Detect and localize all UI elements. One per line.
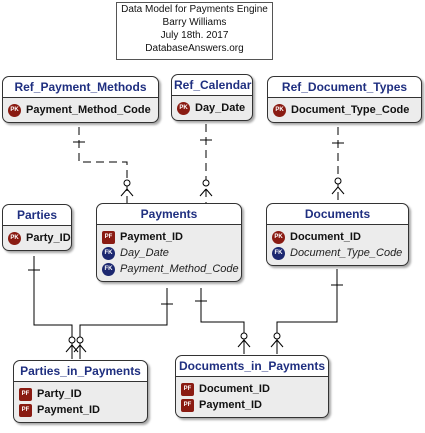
primary-foreign-key-icon: PF xyxy=(181,398,194,412)
rel-many-crow xyxy=(276,339,284,348)
entity-header: Ref_Calendar xyxy=(172,75,252,96)
entity-documents[interactable]: Documents PK Document_ID FK Document_Typ… xyxy=(266,203,409,266)
attribute-row: PF Document_ID xyxy=(181,381,323,397)
foreign-key-icon: FK xyxy=(102,246,115,260)
rel-many-crow xyxy=(71,344,79,353)
website-line: DatabaseAnswers.org xyxy=(145,43,244,54)
entity-header: Payments xyxy=(97,204,241,225)
rel-payment-methods-to-payments xyxy=(78,127,128,203)
entity-parties-in-payments[interactable]: Parties_in_Payments PF Party_ID PF Payme… xyxy=(13,360,148,423)
primary-key-icon: PK xyxy=(273,103,286,117)
rel-many-crow xyxy=(205,188,213,197)
rel-optional-circle xyxy=(68,336,76,344)
entity-header: Documents xyxy=(267,204,408,225)
attribute-name: Document_ID xyxy=(290,231,361,243)
entity-header: Parties_in_Payments xyxy=(14,361,147,382)
rel-many-crow xyxy=(237,339,245,348)
attribute-name: Party_ID xyxy=(26,232,71,244)
rel-optional-circle xyxy=(76,336,84,344)
primary-foreign-key-icon: PF xyxy=(102,230,115,244)
primary-foreign-key-icon: PF xyxy=(19,403,32,417)
entity-payments[interactable]: Payments PF Payment_ID FK Day_Date FK Pa… xyxy=(96,203,242,282)
rel-parties-to-parties-in-payments xyxy=(33,256,73,359)
attribute-row: PK Document_Type_Code xyxy=(273,102,416,118)
entity-header: Documents_in_Payments xyxy=(176,356,328,377)
rel-many-crow xyxy=(120,188,128,197)
rel-many-crow xyxy=(199,188,207,197)
attribute-row: PK Payment_Method_Code xyxy=(8,102,153,118)
primary-foreign-key-icon: PF xyxy=(181,382,194,396)
foreign-key-icon: FK xyxy=(102,262,115,276)
attribute-name: Payment_Method_Code xyxy=(26,104,151,116)
rel-many-crow xyxy=(126,188,134,197)
attribute-row: PF Payment_ID xyxy=(102,229,236,245)
rel-optional-circle xyxy=(334,177,342,185)
rel-optional-circle xyxy=(202,179,210,187)
attribute-name: Day_Date xyxy=(195,102,246,114)
rel-many-crow xyxy=(337,186,345,195)
attribute-name: Payment_ID xyxy=(199,399,262,411)
attribute-row: PF Payment_ID xyxy=(19,402,142,418)
foreign-key-icon: FK xyxy=(272,246,285,260)
attribute-name: Document_Type_Code xyxy=(291,104,410,116)
attribute-name: Document_ID xyxy=(199,383,270,395)
rel-optional-circle xyxy=(273,332,281,340)
attribute-name: Payment_ID xyxy=(37,404,100,416)
entity-header: Ref_Payment_Methods xyxy=(3,77,158,98)
primary-key-icon: PK xyxy=(177,101,190,115)
attribute-row: PK Party_ID xyxy=(8,230,71,246)
attribute-name: Document_Type_Code xyxy=(290,247,403,259)
attribute-row: PK Document_ID xyxy=(272,229,403,245)
primary-key-icon: PK xyxy=(272,230,285,244)
entity-ref-payment-methods[interactable]: Ref_Payment_Methods PK Payment_Method_Co… xyxy=(2,76,159,123)
entity-parties[interactable]: Parties PK Party_ID xyxy=(2,204,72,251)
rel-documents-to-documents-in-payments xyxy=(276,269,338,354)
primary-key-icon: PK xyxy=(8,103,21,117)
rel-payments-to-documents-in-payments xyxy=(200,288,245,354)
rel-many-crow xyxy=(73,344,81,353)
entity-ref-calendar[interactable]: Ref_Calendar PK Day_Date xyxy=(171,74,253,121)
attribute-row: PF Payment_ID xyxy=(181,397,323,413)
entity-header: Parties xyxy=(3,205,71,226)
attribute-row: FK Payment_Method_Code xyxy=(102,261,239,277)
rel-optional-circle xyxy=(240,332,248,340)
entity-ref-document-types[interactable]: Ref_Document_Types PK Document_Type_Code xyxy=(267,76,422,123)
attribute-row: PF Party_ID xyxy=(19,386,142,402)
rel-many-crow xyxy=(243,339,251,348)
rel-many-crow xyxy=(270,339,278,348)
rel-many-crow xyxy=(331,186,339,195)
rel-many-crow xyxy=(65,344,73,353)
attribute-row: FK Document_Type_Code xyxy=(272,245,403,261)
attribute-name: Party_ID xyxy=(37,388,82,400)
attribute-row: FK Day_Date xyxy=(102,245,236,261)
diagram-title-block: Data Model for Payments Engine Barry Wil… xyxy=(116,2,273,60)
rel-payments-to-parties-in-payments xyxy=(79,288,168,359)
entity-header: Ref_Document_Types xyxy=(268,77,421,98)
title-line: Data Model for Payments Engine xyxy=(121,4,268,15)
attribute-name: Day_Date xyxy=(120,247,169,259)
entity-documents-in-payments[interactable]: Documents_in_Payments PF Document_ID PF … xyxy=(175,355,329,418)
attribute-name: Payment_Method_Code xyxy=(120,263,239,275)
date-line: July 18th. 2017 xyxy=(160,30,229,41)
rel-optional-circle xyxy=(123,179,131,187)
attribute-row: PK Day_Date xyxy=(177,100,247,116)
rel-many-crow xyxy=(79,344,87,353)
author-line: Barry Williams xyxy=(162,17,227,28)
primary-key-icon: PK xyxy=(8,231,21,245)
attribute-name: Payment_ID xyxy=(120,231,183,243)
primary-foreign-key-icon: PF xyxy=(19,387,32,401)
